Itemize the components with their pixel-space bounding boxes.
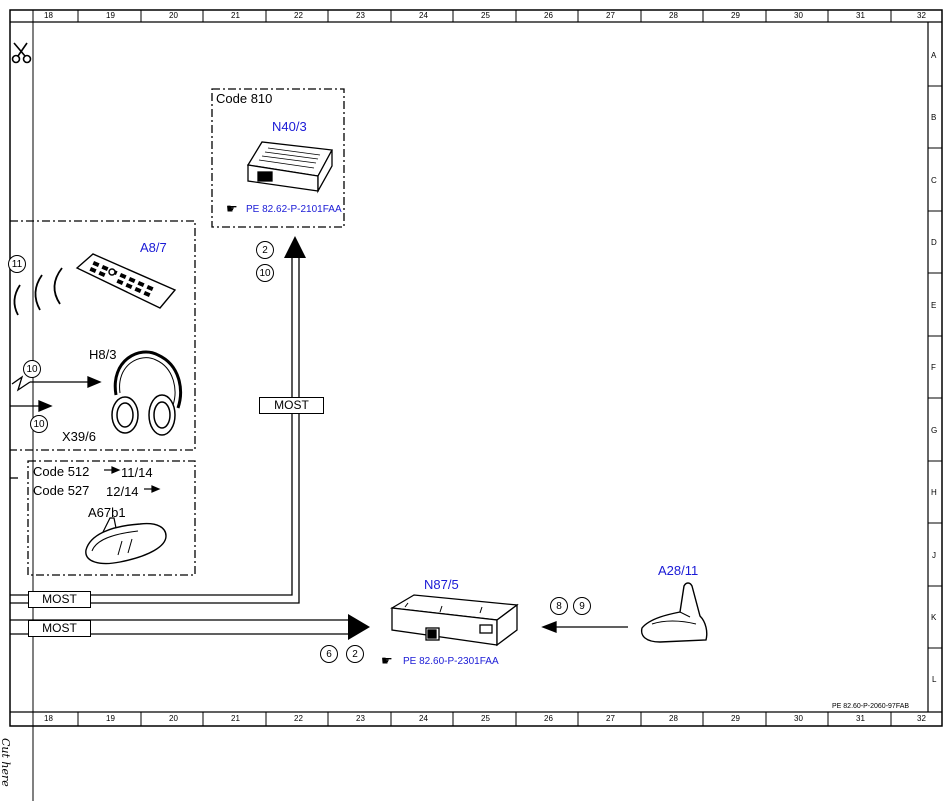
n87-5-ref-link[interactable]: PE 82.60-P-2301FAA [403, 656, 499, 667]
column-label: 25 [481, 11, 490, 20]
column-label: 20 [169, 11, 178, 20]
column-label: 21 [231, 714, 240, 723]
column-label: 23 [356, 11, 365, 20]
remote-control-icon [75, 253, 177, 309]
rear-comfort-box [10, 220, 196, 451]
column-label: 27 [606, 11, 615, 20]
column-ticks [77, 10, 892, 726]
n40-3-module-icon [246, 141, 334, 194]
column-label: 23 [356, 714, 365, 723]
a67b1-ref1: 11/14 [121, 465, 153, 480]
column-label: 25 [481, 714, 490, 723]
column-label: 24 [419, 11, 428, 20]
marker-11: 11 [8, 255, 26, 273]
column-label: 32 [917, 11, 926, 20]
code-ref-arrows [104, 466, 161, 493]
a67b1-code2: Code 527 [33, 483, 90, 498]
marker-9: 9 [573, 597, 591, 615]
n87-5-module-icon [390, 594, 519, 647]
a67b1-code-box [27, 460, 196, 576]
column-label: 22 [294, 11, 303, 20]
marker-6: 6 [320, 645, 338, 663]
row-label: A [931, 51, 937, 60]
arrow-to-n40-3 [284, 236, 306, 258]
row-label: E [931, 301, 937, 310]
column-label: 29 [731, 11, 740, 20]
marker-10-top: 10 [256, 264, 274, 282]
row-label: K [931, 613, 937, 622]
row-ticks [928, 85, 942, 649]
column-label: 19 [106, 11, 115, 20]
n40-3-code-label: Code 810 [216, 91, 273, 106]
marker-10-lower: 10 [30, 415, 48, 433]
a67b1-name: A67b1 [88, 505, 126, 520]
a28-11-signal-arrow [541, 621, 628, 633]
column-label: 31 [856, 714, 865, 723]
column-label: 18 [44, 714, 53, 723]
row-label: J [932, 551, 936, 560]
x39-6-arrow [10, 400, 53, 412]
most-label-vertical: MOST [259, 397, 324, 414]
n87-5-name: N87/5 [424, 577, 459, 592]
infrared-waves-icon [13, 267, 63, 316]
row-label: H [931, 488, 937, 497]
n40-3-name: N40/3 [272, 119, 307, 134]
h8-3-name: H8/3 [89, 347, 117, 362]
a67b1-ref2: 12/14 [106, 484, 139, 499]
row-label: C [931, 176, 937, 185]
column-label: 26 [544, 11, 553, 20]
frame-outer [9, 9, 943, 727]
column-label: 27 [606, 714, 615, 723]
column-label: 21 [231, 11, 240, 20]
row-label: F [931, 363, 936, 372]
column-label: 24 [419, 714, 428, 723]
column-label: 20 [169, 714, 178, 723]
cut-here-label: Cut here [0, 738, 12, 787]
column-label: 32 [917, 714, 926, 723]
n40-3-code-box [211, 88, 345, 228]
most-label-upper: MOST [28, 591, 91, 608]
arrow-to-n87-5 [348, 614, 370, 640]
column-label: 31 [856, 11, 865, 20]
marker-2-top: 2 [256, 241, 274, 259]
row-label: L [932, 675, 937, 684]
marker-10-upper: 10 [23, 360, 41, 378]
column-label: 30 [794, 11, 803, 20]
column-label: 30 [794, 714, 803, 723]
a8-7-name: A8/7 [140, 240, 167, 255]
column-label: 26 [544, 714, 553, 723]
marker-8: 8 [550, 597, 568, 615]
row-label: G [931, 426, 938, 435]
antenna-icon [640, 582, 708, 643]
a67b1-code1: Code 512 [33, 464, 90, 479]
headphones-icon [111, 350, 182, 436]
scissors-icon [11, 42, 32, 64]
n40-3-ref-link[interactable]: PE 82.62-P-2101FAA [246, 204, 342, 215]
most-label-lower: MOST [28, 620, 91, 637]
a67b1-sensor-icon [85, 517, 167, 565]
a28-11-name: A28/11 [658, 563, 699, 578]
ir-signal-arrow [11, 375, 102, 392]
column-label: 28 [669, 714, 678, 723]
column-label: 29 [731, 714, 740, 723]
x39-6-name: X39/6 [62, 429, 96, 444]
most-bus-lines [10, 256, 348, 635]
column-label: 28 [669, 11, 678, 20]
row-label: D [931, 238, 937, 247]
row-label: B [931, 113, 937, 122]
column-label: 22 [294, 714, 303, 723]
diagram-id: PE 82.60-P-2060-97FAB [832, 703, 910, 710]
marker-2-bottom: 2 [346, 645, 364, 663]
hand-pointer-icon: ☛ [381, 653, 393, 668]
hand-pointer-icon: ☛ [226, 201, 238, 216]
column-label: 19 [106, 714, 115, 723]
column-label: 18 [44, 11, 53, 20]
